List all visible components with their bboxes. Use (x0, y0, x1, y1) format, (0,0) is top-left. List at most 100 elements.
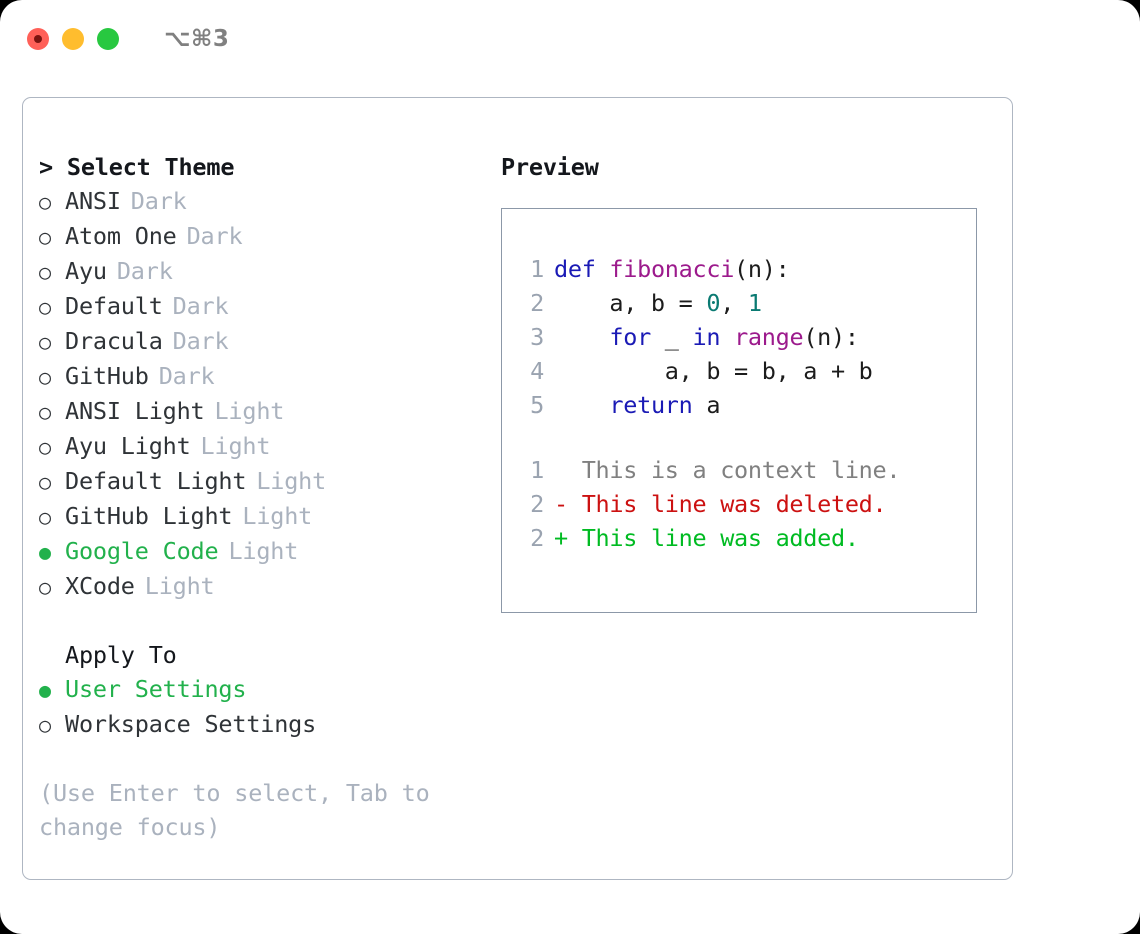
theme-variant-badge: Dark (130, 187, 187, 215)
theme-option-label: Dracula (65, 327, 163, 355)
radio-unselected-icon: ○ (39, 470, 51, 494)
theme-option-ansi[interactable]: ○ ANSI Dark (39, 184, 479, 219)
diff-line-number: 2 (530, 524, 544, 552)
theme-option-label: Default (65, 292, 163, 320)
theme-option-label: Ayu Light (65, 432, 191, 460)
code-line-content: return a (554, 388, 720, 422)
code-line: 2 a, b = 0, 1 (514, 286, 968, 320)
list-spacer (39, 604, 479, 638)
maximize-window-icon[interactable] (97, 28, 119, 50)
theme-option-label: XCode (65, 572, 135, 600)
theme-option-label: Ayu (65, 257, 107, 285)
code-line-number: 1 (530, 255, 544, 283)
code-line-number: 5 (530, 391, 544, 419)
code-diff-gap (514, 422, 968, 453)
radio-unselected-icon: ○ (39, 190, 51, 214)
diff-marker: + (554, 524, 568, 552)
diff-line-add: 2 + This line was added. (514, 521, 968, 555)
diff-line-del: 2- This line was deleted. (514, 487, 968, 521)
theme-variant-badge: Dark (172, 327, 229, 355)
apply-to-option-workspace-settings[interactable]: ○ Workspace Settings (39, 707, 479, 742)
diff-line-number: 2 (530, 490, 544, 518)
code-line-content: a, b = b, a + b (554, 354, 873, 388)
theme-variant-badge: Light (200, 432, 271, 460)
diff-line-text: This line was deleted. (567, 490, 887, 518)
radio-unselected-icon: ○ (39, 713, 51, 737)
code-token-plain: a, b = b, a + b (554, 357, 873, 385)
code-line: 4 a, b = b, a + b (514, 354, 968, 388)
code-token-plain (554, 391, 609, 419)
radio-unselected-icon: ○ (39, 295, 51, 319)
radio-selected-icon: ● (39, 678, 51, 702)
code-token-num: 0 (706, 289, 721, 317)
select-theme-heading: > Select Theme (39, 153, 235, 181)
code-token-kw: def (554, 255, 596, 283)
code-line-content: a, b = 0, 1 (554, 286, 762, 320)
theme-variant-badge: Light (256, 467, 327, 495)
code-token-plain: , (720, 289, 748, 317)
diff-line-ctx: 1 This is a context line. (514, 453, 968, 487)
theme-option-google-code[interactable]: ● Google Code Light (39, 534, 479, 569)
title-bar: ⌥⌘3 (0, 0, 1140, 78)
code-token-plain: a, b = (554, 289, 707, 317)
theme-option-label: Google Code (65, 537, 219, 565)
diff-line-text: This line was added. (567, 524, 859, 552)
apply-to-list: ●User Settings ○ Workspace Settings (39, 672, 479, 742)
theme-variant-badge: Light (214, 397, 285, 425)
close-window-icon[interactable] (27, 28, 49, 50)
code-token-fn: range (734, 323, 804, 351)
theme-variant-badge: Light (242, 502, 313, 530)
diff-marker: - (554, 490, 568, 518)
theme-option-default-light[interactable]: ○ Default Light Light (39, 464, 479, 499)
theme-variant-badge: Dark (186, 222, 243, 250)
code-token-plain (554, 323, 609, 351)
apply-to-option-user-settings[interactable]: ●User Settings (39, 672, 479, 707)
theme-option-label: Default Light (65, 467, 247, 495)
code-token-fn: fibonacci (609, 255, 735, 283)
code-line-number: 4 (530, 357, 544, 385)
theme-option-label: Atom One (65, 222, 177, 250)
code-token-kw: return (609, 391, 693, 419)
theme-option-dracula[interactable]: ○ Dracula Dark (39, 324, 479, 359)
theme-variant-badge: Light (228, 537, 299, 565)
code-line: 5 return a (514, 388, 968, 422)
code-token-num: 1 (747, 289, 762, 317)
keyboard-shortcut-label: ⌥⌘3 (164, 26, 230, 52)
theme-option-label: GitHub (65, 362, 149, 390)
radio-selected-icon: ● (39, 540, 51, 564)
code-line: 3 for _ in range(n): (514, 320, 968, 354)
radio-unselected-icon: ○ (39, 225, 51, 249)
code-token-plain (720, 323, 734, 351)
radio-unselected-icon: ○ (39, 330, 51, 354)
code-token-plain: (n): (734, 255, 790, 283)
code-line-number: 2 (530, 289, 544, 317)
diff-line-number: 1 (530, 456, 544, 484)
theme-option-atom-one[interactable]: ○ Atom One Dark (39, 219, 479, 254)
code-token-kw: for (609, 323, 651, 351)
code-token-plain: _ (650, 323, 693, 351)
diff-sample: 1 This is a context line.2- This line wa… (514, 453, 968, 555)
theme-option-label: GitHub Light (65, 502, 233, 530)
apply-to-option-label: Workspace Settings (65, 710, 317, 738)
traffic-lights (27, 28, 119, 50)
minimize-window-icon[interactable] (62, 28, 84, 50)
code-line: 1 def fibonacci(n): (514, 252, 968, 286)
radio-unselected-icon: ○ (39, 260, 51, 284)
theme-option-label: ANSI (65, 187, 121, 215)
theme-option-label: ANSI Light (65, 397, 205, 425)
code-line-number: 3 (530, 323, 544, 351)
